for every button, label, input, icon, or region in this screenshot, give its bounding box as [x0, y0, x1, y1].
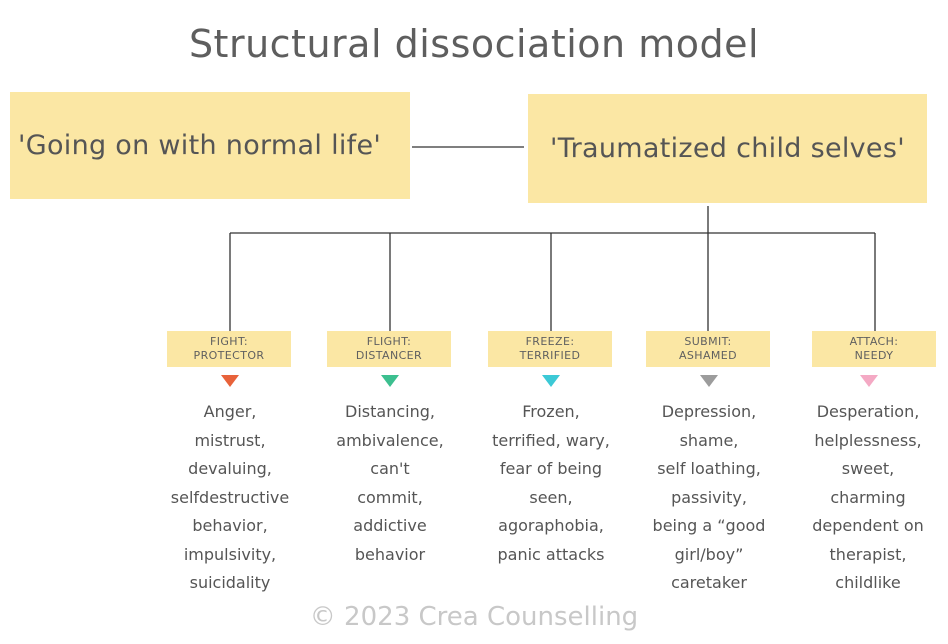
description-line: helplessness, — [814, 430, 922, 450]
description-line: Depression, — [661, 402, 757, 421]
part-label-line1: ATTACH: — [849, 335, 899, 348]
part-label-line2: PROTECTOR — [193, 349, 265, 362]
triangle-marker-submit — [700, 375, 718, 387]
description-line: commit, — [357, 487, 423, 507]
description-line: Anger, — [203, 402, 257, 421]
description-line: seen, — [529, 487, 573, 507]
part-label-freeze: FREEZE: TERRIFIED — [488, 331, 612, 367]
part-label-line2: ASHAMED — [678, 349, 737, 362]
description-line: caretaker — [671, 573, 747, 592]
description-line: therapist, — [829, 544, 907, 564]
part-label-line2: TERRIFIED — [519, 349, 581, 362]
part-label-fight: FIGHT: PROTECTOR — [167, 331, 291, 367]
description-line: Distancing, — [345, 402, 435, 421]
copyright-footer: © 2023 Crea Counselling — [309, 602, 639, 632]
part-description-attach: Desperation, helplessness, sweet, charmi… — [793, 398, 943, 598]
part-label-line1: FIGHT: — [210, 335, 248, 348]
description-line: addictive — [353, 516, 427, 535]
normal-life-label: 'Going on with normal life' — [18, 130, 382, 161]
description-line: passivity, — [671, 487, 747, 507]
description-line: girl/boy” — [674, 544, 744, 564]
part-description-submit: Depression, shame, self loathing, passiv… — [634, 398, 784, 598]
description-line: sweet, — [841, 459, 895, 478]
triangle-marker-freeze — [542, 375, 560, 387]
part-label-line1: FLIGHT: — [366, 335, 412, 348]
description-line: panic attacks — [497, 544, 605, 564]
part-label-flight: FLIGHT: DISTANCER — [327, 331, 451, 367]
diagram-title: Structural dissociation model — [188, 22, 760, 66]
description-line: terrified, wary, — [492, 430, 610, 450]
part-label-line1: FREEZE: — [525, 335, 575, 348]
part-label-line2: NEEDY — [854, 349, 894, 362]
description-line: impulsivity, — [183, 544, 277, 564]
description-line: suicidality — [189, 573, 271, 592]
description-line: behavior — [354, 544, 426, 564]
description-line: being a “good — [652, 516, 766, 535]
description-line: selfdestructive — [170, 487, 290, 507]
description-line: can't — [370, 459, 410, 478]
triangle-marker-attach — [860, 375, 878, 387]
description-line: self loathing, — [657, 459, 761, 478]
description-line: ambivalence, — [336, 430, 444, 450]
part-label-line1: SUBMIT: — [684, 335, 732, 348]
description-line: charming — [830, 487, 906, 507]
traumatized-child-label: 'Traumatized child selves' — [550, 133, 905, 164]
normal-life-box: 'Going on with normal life' — [10, 92, 410, 199]
description-line: dependent on — [812, 516, 924, 535]
description-line: agoraphobia, — [498, 516, 604, 535]
description-line: Frozen, — [522, 402, 580, 421]
description-line: shame, — [679, 430, 739, 450]
description-line: devaluing, — [188, 459, 272, 478]
part-description-freeze: Frozen, terrified, wary, fear of being s… — [476, 398, 626, 569]
part-label-line2: DISTANCER — [355, 349, 423, 362]
description-line: mistrust, — [194, 430, 266, 450]
part-description-flight: Distancing, ambivalence, can't commit, a… — [315, 398, 465, 569]
part-label-submit: SUBMIT: ASHAMED — [646, 331, 770, 367]
triangle-marker-fight — [221, 375, 239, 387]
traumatized-child-box: 'Traumatized child selves' — [528, 94, 927, 203]
description-line: Desperation, — [816, 402, 920, 421]
description-line: childlike — [835, 573, 901, 592]
description-line: behavior, — [192, 516, 268, 535]
part-label-attach: ATTACH: NEEDY — [812, 331, 936, 367]
description-line: fear of being — [499, 459, 603, 478]
part-description-fight: Anger, mistrust, devaluing, selfdestruct… — [155, 398, 305, 598]
triangle-marker-flight — [381, 375, 399, 387]
